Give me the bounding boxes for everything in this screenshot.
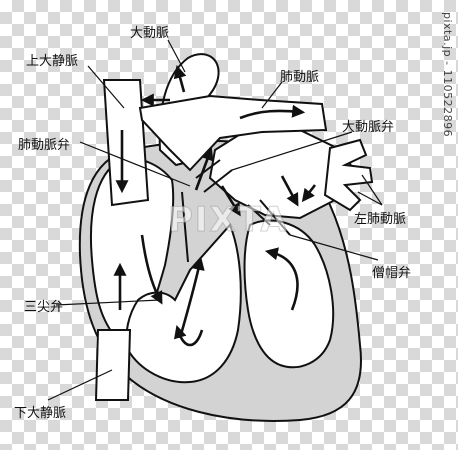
leader-pulm-artery	[261, 81, 283, 109]
leader-svc	[87, 65, 125, 109]
leader-aorta	[167, 39, 186, 73]
arrow-pv-left	[301, 184, 317, 203]
leader-lines	[47, 39, 383, 401]
label-aorta: 大動脈	[130, 26, 170, 41]
watermark-side: pixta.jp - 110522896	[441, 12, 454, 138]
leader-pulm-veins-2	[357, 191, 383, 206]
label-aortic-valve: 大動脈弁	[342, 120, 395, 135]
arrow-rv-bottom	[174, 325, 204, 347]
label-pulmonary-artery: 肺動脈	[280, 70, 320, 85]
arrow-la-down	[280, 175, 299, 207]
flow-arrows	[113, 64, 317, 347]
septum	[181, 191, 189, 263]
label-left-pulmonary: 左肺動脈	[354, 212, 407, 227]
mitral-valve-leaflet	[247, 199, 291, 236]
arrow-rv-up	[194, 147, 214, 191]
label-tricuspid-valve: 三尖弁	[24, 300, 64, 315]
arrow-aorta-up	[173, 64, 187, 93]
pulmonary-artery	[138, 94, 328, 172]
arrow-lv-loop	[264, 247, 299, 311]
leader-pulm-veins-1	[361, 174, 383, 206]
left-pulmonary-veins	[323, 138, 374, 212]
inferior-vena-cava	[94, 329, 132, 401]
leader-pulm-valve	[79, 141, 191, 187]
label-inferior-vena-cava: 下大静脈	[14, 406, 67, 421]
leader-aortic-valve	[231, 131, 353, 171]
label-superior-vena-cava: 上大静脈	[26, 54, 79, 69]
arrow-la-lv	[220, 185, 241, 217]
arrow-pulmonary-right	[239, 104, 306, 120]
leader-ivc	[47, 369, 113, 401]
label-mitral-valve: 僧帽弁	[372, 266, 412, 281]
watermark-center: PIXTA	[168, 200, 289, 241]
arrow-ra-down	[140, 234, 163, 305]
leader-mitral	[289, 234, 379, 261]
leader-tricuspid	[55, 299, 161, 306]
superior-vena-cava	[102, 79, 150, 207]
label-pulmonary-valve: 肺動脈弁	[18, 138, 71, 153]
aortic-valve-leaflet	[195, 159, 233, 193]
